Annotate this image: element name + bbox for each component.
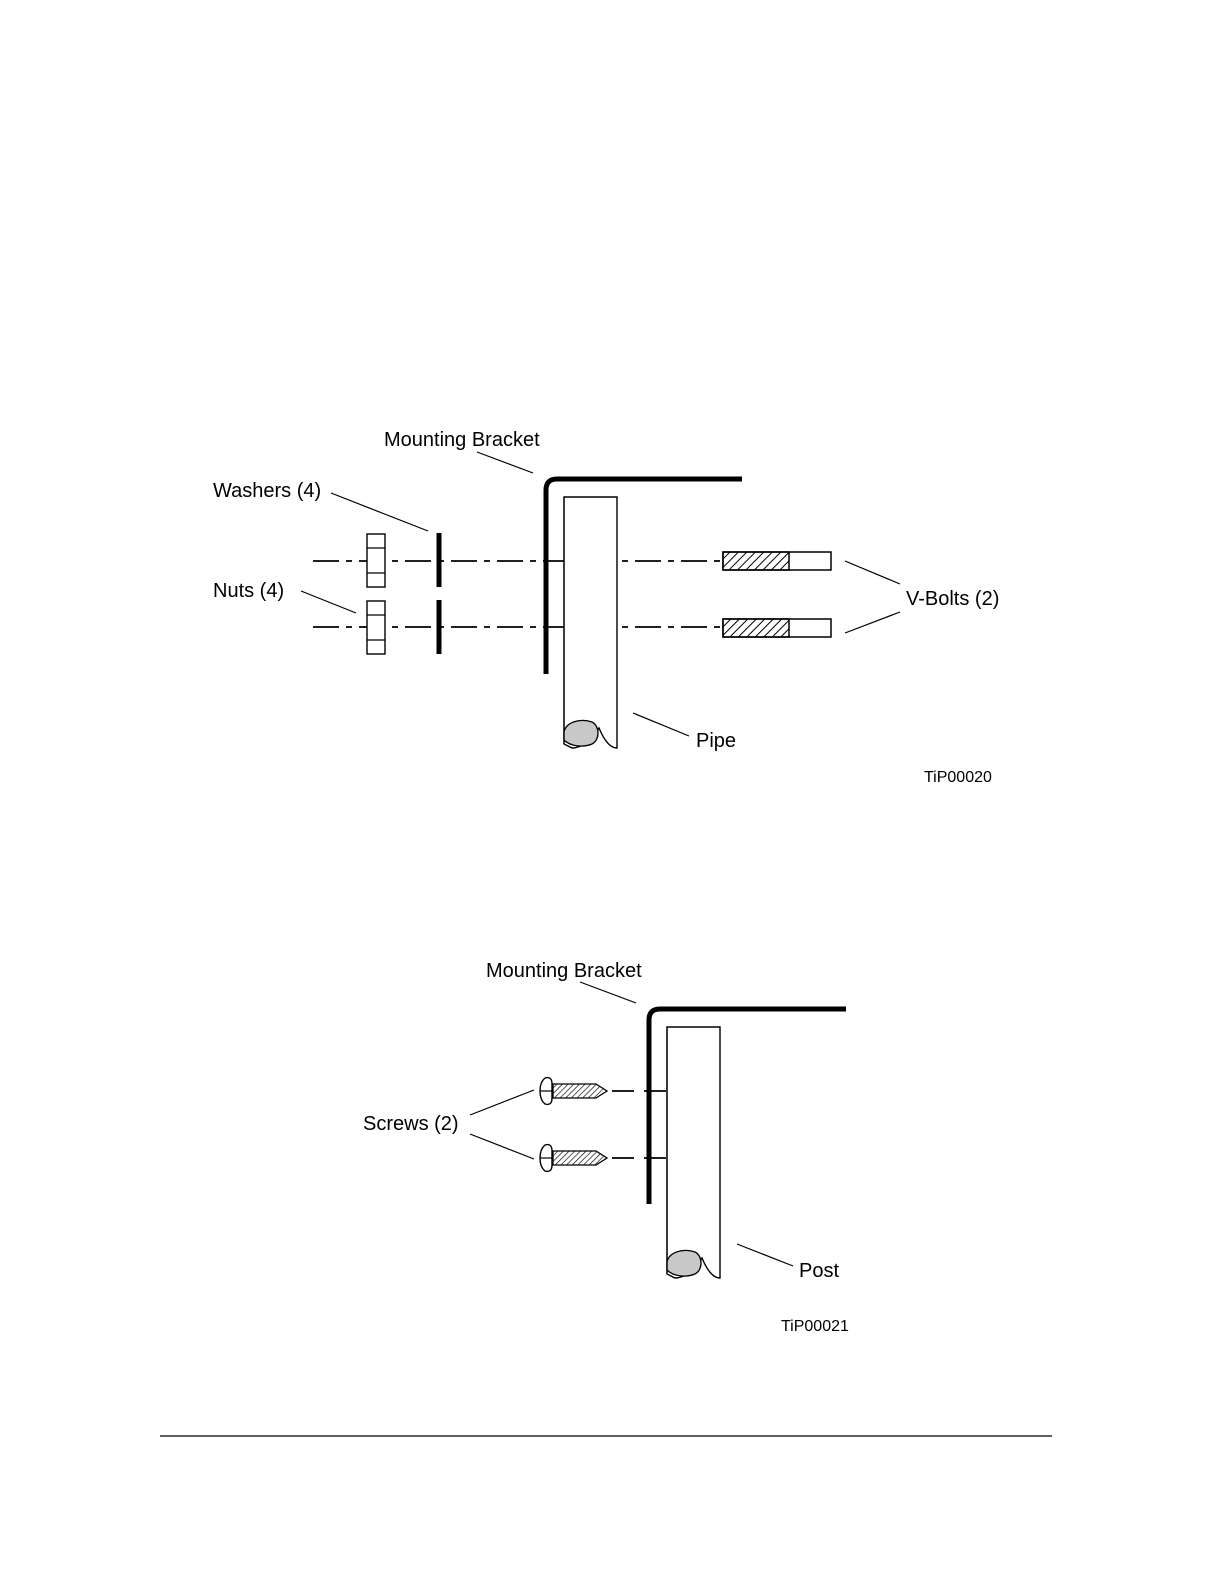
post-leader <box>737 1244 793 1266</box>
nuts-leader <box>301 591 356 613</box>
v-bolt-lower <box>723 619 831 637</box>
label-v-bolts: V-Bolts (2) <box>906 588 999 610</box>
vbolts-leader-lower <box>845 612 900 633</box>
pipe <box>564 497 617 748</box>
vbolts-leader-upper <box>845 561 900 584</box>
label-mounting-bracket: Mounting Bracket <box>384 429 540 451</box>
pipe-leader <box>633 713 689 736</box>
post-mount-figure: Mounting Bracket Screws (2) Post TiP0002… <box>363 960 849 1335</box>
nut-upper <box>367 534 385 587</box>
pipe-mount-figure: Mounting Bracket Washers (4) Nuts (4) V-… <box>213 429 999 786</box>
label-screws: Screws (2) <box>363 1113 459 1135</box>
label-nuts: Nuts (4) <box>213 580 284 602</box>
screws-leader-upper <box>470 1090 534 1115</box>
bracket-leader <box>580 982 636 1003</box>
washers-leader <box>331 493 428 531</box>
label-mounting-bracket: Mounting Bracket <box>486 960 642 982</box>
bracket-leader <box>477 452 533 473</box>
label-post: Post <box>799 1260 839 1282</box>
nut-lower <box>367 601 385 654</box>
post <box>667 1027 720 1278</box>
screw-lower <box>540 1145 607 1172</box>
figure-code: TiP00021 <box>781 1318 849 1335</box>
screws-leader-lower <box>470 1134 534 1159</box>
label-pipe: Pipe <box>696 730 736 752</box>
label-washers: Washers (4) <box>213 480 321 502</box>
figure-code: TiP00020 <box>924 769 992 786</box>
v-bolt-upper <box>723 552 831 570</box>
screw-upper <box>540 1078 607 1105</box>
